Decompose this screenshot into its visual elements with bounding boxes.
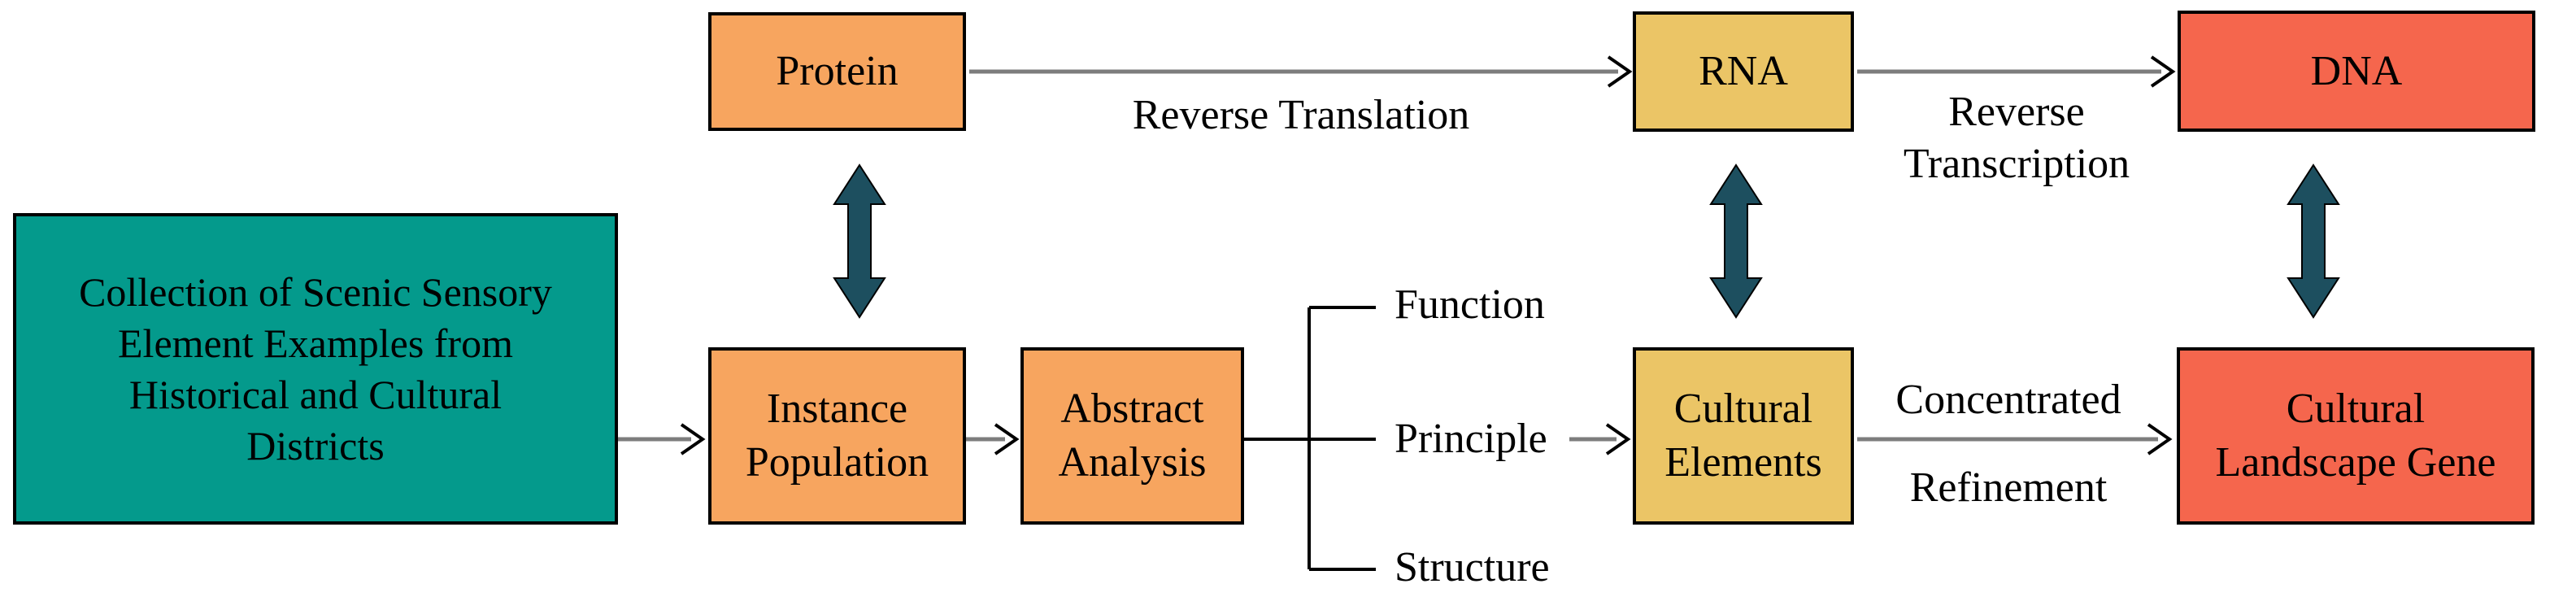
- edge-label-refinement: Refinement: [1909, 464, 2108, 511]
- node-label-line: Instance: [766, 386, 908, 432]
- double-arrow-protein-instance: [833, 163, 886, 319]
- node-label-line: Landscape Gene: [2215, 439, 2496, 486]
- node-label: DNA: [2310, 47, 2403, 94]
- edge-label-line: Transcription: [1903, 141, 2130, 187]
- arrowhead-into-gene: [2147, 423, 2173, 455]
- node-label-line: Population: [745, 439, 929, 486]
- node-label: RNA: [1699, 48, 1788, 94]
- edge-label-concentrated: Concentrated: [1895, 377, 2121, 423]
- node-cultural-landscape-gene: Cultural Landscape Gene: [2177, 347, 2535, 525]
- decomposition-bracket: [1244, 306, 1376, 571]
- arrowhead-into-rna: [1607, 55, 1633, 88]
- node-label-line: Historical and Cultural: [128, 371, 503, 417]
- arrowhead-into-instance: [680, 423, 706, 455]
- bracket-item-structure: Structure: [1395, 544, 1550, 590]
- arrowhead-into-cultural-elements: [1605, 423, 1631, 455]
- node-label-line: Collection of Scenic Sensory: [79, 268, 552, 315]
- node-dna: DNA: [2178, 11, 2535, 132]
- node-label-line: Elements: [1664, 439, 1822, 486]
- node-label: Protein: [776, 48, 899, 94]
- node-label-line: Element Examples from: [118, 320, 513, 366]
- node-label-line: Analysis: [1058, 439, 1207, 486]
- node-cultural-elements: Cultural Elements: [1633, 347, 1854, 525]
- node-instance-population: Instance Population: [708, 347, 966, 525]
- node-source-collection: Collection of Scenic Sensory Element Exa…: [13, 213, 618, 525]
- edge-label-reverse-transcription: Reverse Transcription: [1870, 86, 2163, 190]
- node-label-line: Abstract: [1060, 386, 1204, 432]
- node-label-line: Cultural: [1673, 386, 1813, 432]
- arrowhead-into-abstract: [994, 423, 1020, 455]
- double-arrow-dna-gene: [2287, 163, 2340, 319]
- edge-label-reverse-translation: Reverse Translation: [1132, 92, 1470, 138]
- bracket-item-function: Function: [1395, 281, 1545, 328]
- node-protein: Protein: [708, 12, 966, 131]
- node-label-line: Cultural: [2286, 386, 2426, 432]
- node-label-line: Districts: [246, 422, 385, 468]
- double-arrow-rna-cultural-elements: [1709, 163, 1763, 319]
- edge-label-line: Reverse: [1948, 89, 2085, 135]
- bracket-item-principle: Principle: [1395, 416, 1547, 462]
- node-abstract-analysis: Abstract Analysis: [1020, 347, 1244, 525]
- node-rna: RNA: [1633, 11, 1854, 132]
- arrowhead-into-dna: [2150, 55, 2176, 88]
